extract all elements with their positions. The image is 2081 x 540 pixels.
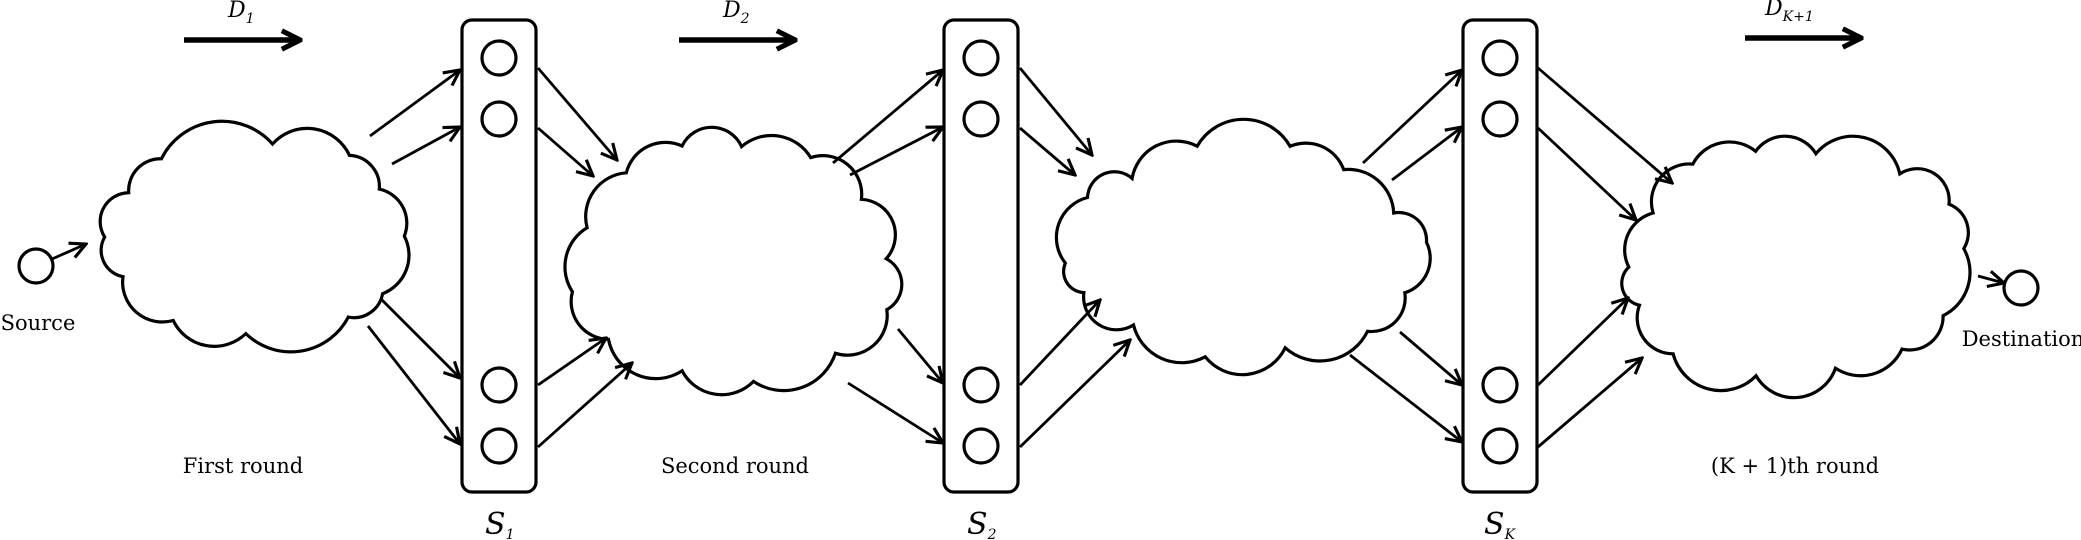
relay-set-label-1: S1 [485, 507, 514, 540]
link-arrow [1399, 330, 1462, 385]
relay-set-k-box [1461, 18, 1539, 494]
link-arrow [896, 328, 943, 383]
link-arrow [366, 325, 460, 444]
relay-set-label-2: S2 [967, 507, 997, 540]
link-arrow [369, 70, 460, 138]
relay-node [1481, 366, 1519, 404]
distance-label-2: D2 [722, 0, 750, 27]
relay-node [962, 39, 1000, 77]
distance-label-1: D1 [227, 0, 255, 27]
link-arrow [1537, 66, 1672, 183]
cloud-to-destination-arrow [1977, 276, 2004, 283]
link-arrow [1349, 353, 1462, 442]
round-caption-k1: (K + 1)th round [1711, 454, 1879, 478]
link-arrow [381, 299, 460, 378]
cloud-region-1 [98, 119, 411, 354]
relay-node [1481, 39, 1519, 77]
link-arrow [847, 381, 943, 443]
relay-node [480, 39, 518, 77]
link-arrow [1362, 70, 1462, 165]
destination-label: Destination [1962, 327, 2081, 351]
distance-label-k1: DK+1 [1764, 0, 1814, 25]
link-arrow [849, 127, 943, 177]
relay-node [962, 100, 1000, 138]
source-label: Source [1, 311, 76, 335]
relay-node [480, 366, 518, 404]
link-arrow [536, 67, 617, 160]
link-arrow [1019, 126, 1075, 175]
relay-node [1481, 100, 1519, 138]
link-arrow [832, 70, 943, 165]
link-arrow [1537, 298, 1628, 387]
relay-set-label-k: SK [1484, 507, 1517, 540]
link-arrow [537, 363, 632, 449]
relay-node [962, 366, 1000, 404]
link-arrow [1391, 127, 1462, 182]
cloud-region-4 [1620, 134, 1972, 400]
link-arrow [537, 338, 606, 387]
link-arrow [1019, 340, 1130, 449]
source-node [17, 247, 55, 285]
link-arrow [1537, 126, 1636, 220]
relay-node [480, 100, 518, 138]
relay-node [962, 427, 1000, 465]
link-arrow [1018, 300, 1100, 386]
source-to-cloud-arrow [51, 244, 86, 261]
cloud-region-2 [563, 125, 904, 397]
link-arrow [1537, 358, 1642, 449]
link-arrow [1018, 67, 1092, 155]
relay-node [480, 427, 518, 465]
relay-node [1481, 427, 1519, 465]
relay-set-2-box [942, 18, 1020, 494]
cloud-region-3 [1054, 117, 1432, 377]
link-arrow [537, 126, 593, 176]
relay-set-1-box [460, 18, 538, 494]
destination-node [2002, 269, 2040, 307]
round-caption-2: Second round [661, 454, 809, 478]
round-caption-1: First round [183, 454, 303, 478]
link-arrow [391, 127, 460, 166]
